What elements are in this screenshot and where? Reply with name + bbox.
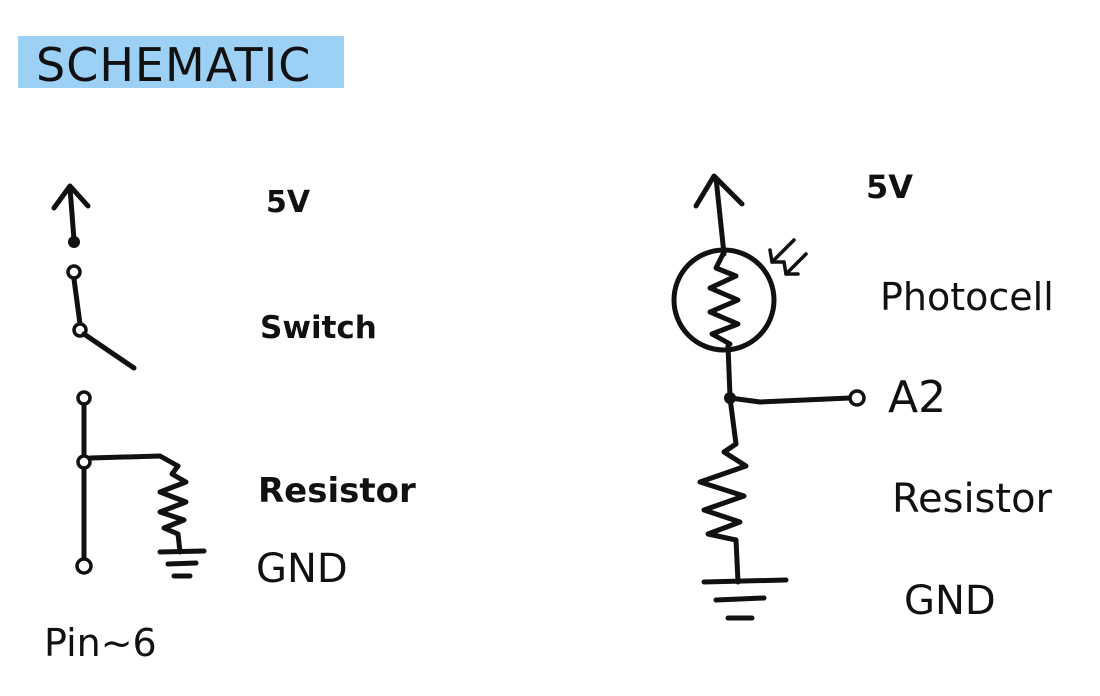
- left-circuit: 5V Switch Resistor GND Pin~6: [44, 183, 416, 665]
- switch-symbol-icon: [66, 264, 137, 371]
- right-junction-wiring: [724, 343, 866, 447]
- switch-label: Switch: [260, 310, 377, 346]
- left-ground-icon: [157, 548, 207, 579]
- right-resistor-label: Resistor: [892, 476, 1053, 522]
- right-ground-icon: [701, 577, 789, 621]
- left-resistor-icon: [157, 463, 189, 555]
- left-ground-label: GND: [256, 546, 348, 592]
- left-lower-wiring: [75, 390, 181, 575]
- right-supply-arrow-icon: [693, 173, 745, 257]
- left-supply-label: 5V: [266, 185, 311, 220]
- left-resistor-label: Resistor: [258, 471, 416, 511]
- title-highlight: [18, 36, 344, 88]
- right-resistor-icon: [697, 441, 749, 585]
- right-supply-label: 5V: [866, 168, 913, 206]
- right-circuit: 5V Photocell A2 Resistor GND: [671, 168, 1054, 624]
- page-title: SCHEMATIC: [36, 38, 311, 92]
- photocell-label: Photocell: [880, 275, 1054, 319]
- left-supply-arrow-icon: [51, 183, 91, 248]
- analog-pin-label: A2: [888, 372, 946, 423]
- pin-label: Pin~6: [44, 621, 157, 665]
- title-group: SCHEMATIC: [18, 36, 344, 92]
- photocell-icon: [671, 238, 808, 353]
- right-ground-label: GND: [904, 578, 996, 624]
